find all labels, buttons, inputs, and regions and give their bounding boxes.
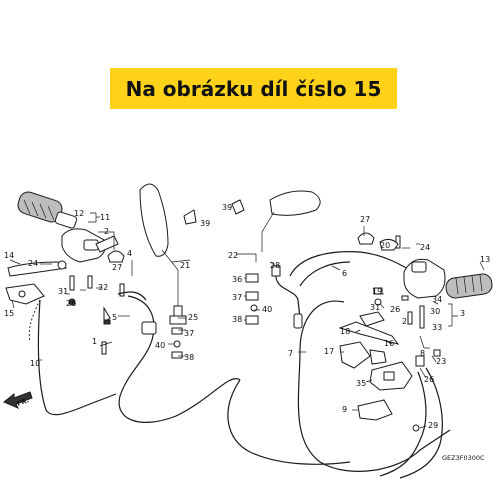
callout-9: 9 — [342, 405, 347, 414]
callout-30: 30 — [430, 307, 440, 316]
callout-38-center: 38 — [232, 315, 242, 324]
callout-24-left: 24 — [28, 259, 38, 268]
title-banner: Na obrázku díl číslo 15 — [110, 68, 397, 109]
throttle-cable-7 — [297, 300, 451, 472]
callout-34: 34 — [432, 295, 442, 304]
callout-40-left: 40 — [155, 341, 165, 350]
diagram-code: GEZ3F0300C — [442, 454, 485, 462]
callout-11: 11 — [100, 213, 110, 222]
callout-31-left: 31 — [58, 287, 68, 296]
callout-2-right: 2 — [402, 317, 407, 326]
callout-6: 6 — [342, 269, 347, 278]
callout-17: 17 — [324, 347, 334, 356]
callout-7: 7 — [288, 349, 293, 358]
callout-2: 2 — [104, 227, 109, 236]
cable-8 — [379, 371, 427, 477]
left-mirror — [139, 183, 187, 325]
callout-38-left: 38 — [184, 353, 194, 362]
callout-12: 12 — [74, 209, 84, 218]
right-fasteners — [373, 235, 441, 432]
callout-24-right: 24 — [420, 243, 430, 252]
switch-35 — [369, 361, 413, 391]
callout-26-right: 26 — [390, 305, 400, 314]
left-brake-cable — [37, 299, 117, 416]
callout-32: 32 — [98, 283, 108, 292]
callout-14: 14 — [4, 251, 14, 260]
cable-6-inner — [299, 261, 351, 287]
callout-29: 29 — [428, 421, 438, 430]
callout-10: 10 — [30, 359, 40, 368]
lever-bracket — [5, 283, 45, 305]
connector-28 — [271, 265, 303, 329]
bracket-17 — [339, 341, 387, 369]
callout-16: 16 — [384, 339, 394, 348]
harness-branch — [117, 291, 147, 301]
holder-9 — [357, 399, 393, 421]
callout-27-right: 27 — [360, 215, 370, 224]
callout-23: 23 — [436, 357, 446, 366]
callout-36: 36 — [232, 275, 242, 284]
right-switch-housing — [403, 258, 446, 299]
callout-39-center: 39 — [222, 203, 232, 212]
front-label: FR. — [16, 396, 30, 408]
callout-21: 21 — [180, 261, 190, 270]
left-cable-end — [28, 299, 41, 343]
callout-40-center: 40 — [262, 305, 272, 314]
left-brake-lever — [7, 260, 68, 277]
callout-22: 22 — [228, 251, 238, 260]
callout-15: 15 — [4, 309, 14, 318]
front-direction-arrow: FR. — [3, 391, 33, 409]
left-grip — [17, 191, 78, 229]
connector-5 — [141, 321, 157, 335]
wire-clamp-right — [357, 232, 375, 245]
callout-5: 5 — [112, 313, 117, 322]
callout-8: 8 — [420, 349, 425, 358]
callout-13: 13 — [480, 255, 490, 264]
callout-26-lower: 26 — [424, 375, 434, 384]
callout-numbers: 12 11 2 4 14 24 27 31 32 15 26 5 1 10 39… — [4, 203, 490, 430]
callout-27-left: 27 — [112, 263, 122, 272]
callout-18: 18 — [340, 327, 350, 336]
lower-cable — [227, 379, 351, 465]
callout-37-left: 37 — [184, 329, 194, 338]
banner-title: Na obrázku díl číslo 15 — [125, 76, 382, 101]
right-grip — [445, 273, 493, 299]
callout-39-left: 39 — [200, 219, 210, 228]
callout-37-center: 37 — [232, 293, 242, 302]
clip-20 — [379, 238, 399, 251]
mirror-cap — [183, 209, 197, 225]
left-switch-housing — [61, 228, 119, 263]
callout-35: 35 — [356, 379, 366, 388]
callout-3: 3 — [460, 309, 465, 318]
callout-33: 33 — [432, 323, 442, 332]
cable-6 — [289, 251, 411, 277]
callout-19: 19 — [372, 287, 382, 296]
mirror-fasteners-center — [245, 273, 259, 325]
mirror-cap-center — [231, 199, 245, 215]
callout-28: 28 — [270, 261, 280, 270]
callout-26-left: 26 — [66, 299, 76, 308]
right-mirror — [261, 190, 321, 252]
leader-lines — [9, 212, 485, 429]
wire-clamp-left — [107, 250, 125, 263]
cable-8-outer — [399, 367, 443, 479]
callout-20: 20 — [380, 241, 390, 250]
left-fasteners — [68, 275, 125, 355]
right-brake-lever — [338, 311, 400, 345]
callout-4: 4 — [127, 249, 132, 258]
callout-1: 1 — [92, 337, 97, 346]
mirror-fasteners-left — [171, 327, 183, 359]
callout-31-right: 31 — [370, 303, 380, 312]
callout-25: 25 — [188, 313, 198, 322]
